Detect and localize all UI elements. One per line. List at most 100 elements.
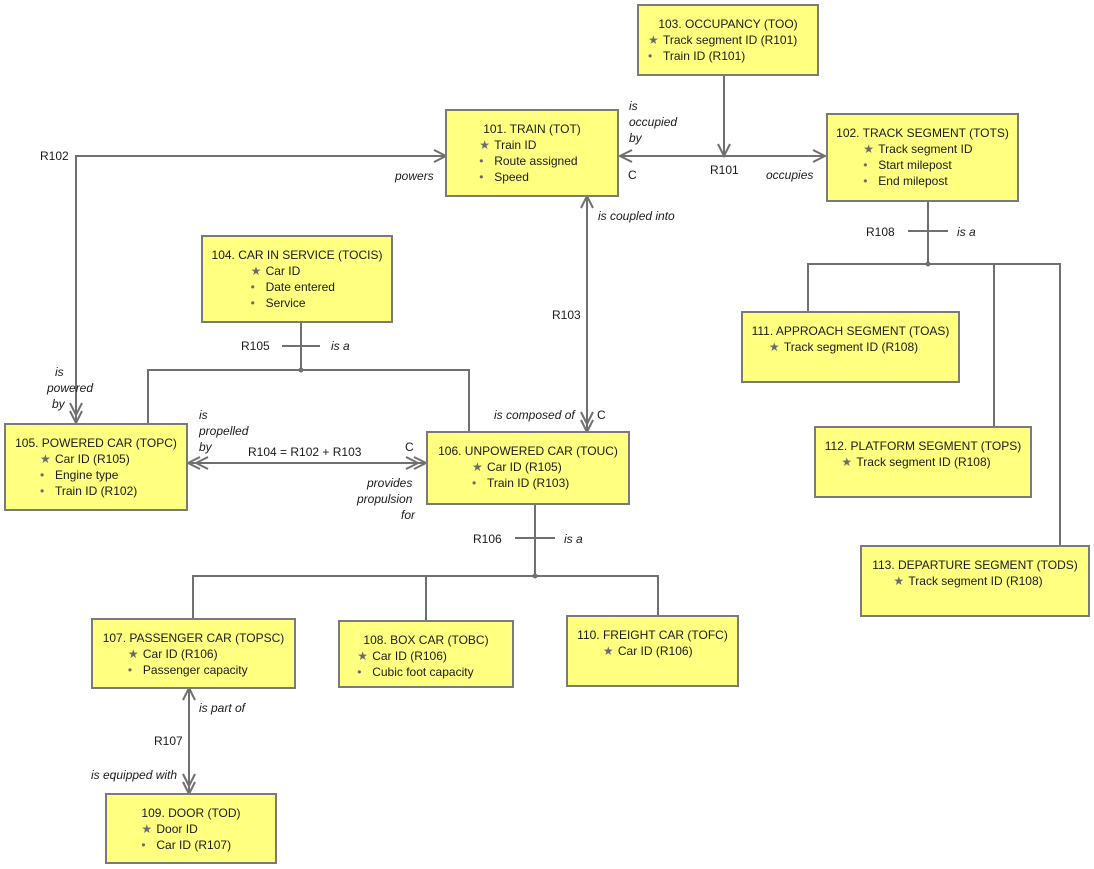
attribute-bullet-icon: • — [40, 484, 44, 498]
class-box-bg — [826, 113, 1019, 202]
attribute-3: Train ID (R102) — [55, 484, 137, 498]
relationship-r103: R103 is coupled into is composed of C — [494, 193, 675, 435]
r103-label: R103 — [552, 308, 581, 322]
attribute-1: Car ID (R105) — [487, 460, 562, 474]
r104-conditional: C — [405, 440, 414, 454]
attribute-bullet-icon: • — [863, 174, 867, 188]
class-box-105[interactable]: 105. POWERED CAR (TOPC)★Car ID (R105)•En… — [4, 423, 188, 511]
class-box-109[interactable]: 109. DOOR (TOD)★Door ID•Car ID (R107) — [105, 793, 277, 864]
attribute-3: Speed — [494, 170, 529, 184]
class-title: 110. FREIGHT CAR (TOFC) — [577, 628, 728, 642]
attribute-1: Car ID (R105) — [55, 452, 130, 466]
relationship-r104: R104 = R102 + R103 C is propelled by pro… — [185, 408, 429, 522]
class-box-107[interactable]: 107. PASSENGER CAR (TOPSC)★Car ID (R106)… — [91, 618, 296, 689]
class-box-112[interactable]: 112. PLATFORM SEGMENT (TOPS) ★ Track segme… — [814, 426, 1032, 498]
identifier-star-icon: ★ — [841, 455, 852, 469]
attribute-1: Car ID (R106) — [143, 647, 218, 661]
r102-phrase-b-3: by — [52, 397, 66, 411]
r104-label: R104 = R102 + R103 — [248, 445, 362, 459]
r101-phrase-a-3: by — [629, 131, 643, 145]
relationship-r107: R107 is part of is equipped with — [91, 685, 247, 797]
class-title: 109. DOOR (TOD) — [141, 806, 240, 820]
class-boxes: 101. TRAIN (TOT)★Train ID•Route assigned… — [4, 4, 1090, 864]
attribute-2: Route assigned — [494, 154, 577, 168]
r103-arrow-unpoweredcar-2 — [580, 411, 594, 427]
identifier-star-icon: ★ — [648, 33, 659, 47]
r101-arrow-train — [617, 149, 633, 163]
r103-conditional: C — [597, 408, 606, 422]
r104-phrase-b-2: propulsion — [356, 492, 413, 506]
attribute-2: Start milepost — [878, 158, 952, 172]
class-box-bg — [445, 109, 619, 197]
r101-arrow-tracksegment — [812, 149, 828, 163]
r107-label: R107 — [154, 734, 183, 748]
class-box-106[interactable]: 106. UNPOWERED CAR (TOUC) ★ Car ID (R105) •… — [426, 431, 630, 505]
attribute-1: Car ID (R106) — [618, 644, 693, 658]
r101-phrase-a-2: occupied — [629, 115, 677, 129]
identifier-star-icon: ★ — [769, 340, 780, 354]
class-box-113[interactable]: 113. DEPARTURE SEGMENT (TODS)★Track segm… — [860, 545, 1090, 617]
r102-label: R102 — [40, 149, 69, 163]
class-title: 113. DEPARTURE SEGMENT (TODS) — [872, 558, 1078, 572]
identifier-star-icon: ★ — [603, 644, 614, 658]
attribute-2: Train ID (R103) — [487, 476, 569, 490]
relationship-r105: R105 is a — [147, 322, 470, 432]
class-title: 107. PASSENGER CAR (TOPSC) — [103, 631, 285, 645]
relationship-r106: R106 is a — [192, 504, 659, 621]
r104-phrase-a-2: propelled — [198, 424, 249, 438]
class-box-bg — [4, 423, 188, 511]
class-box-108[interactable]: 108. BOX CAR (TOBC)★Car ID (R106)•Cubic … — [338, 620, 514, 688]
identifier-star-icon: ★ — [357, 649, 368, 663]
class-box-111[interactable]: 111. APPROACH SEGMENT (TOAS)★Track segme… — [741, 311, 960, 383]
r104-phrase-a-1: is — [199, 408, 208, 422]
attribute-1: Track segment ID (R108) — [784, 340, 918, 354]
attribute-1: Track segment ID — [878, 142, 973, 156]
class-title: 101. TRAIN (TOT) — [483, 122, 581, 136]
class-box-104[interactable]: 104. CAR IN SERVICE (TOCIS)★Car ID•Date … — [201, 235, 393, 323]
attribute-1: Door ID — [156, 822, 198, 836]
class-box-103[interactable]: 103. OCCUPANCY (TOO)★Track segment ID (R… — [637, 4, 819, 76]
identifier-star-icon: ★ — [472, 460, 483, 474]
class-box-bg — [105, 793, 277, 864]
r102-line — [75, 155, 446, 423]
r105-junction — [298, 367, 304, 373]
class-box-bg — [426, 431, 630, 505]
attribute-bullet-icon: • — [251, 280, 255, 294]
r104-phrase-a-3: by — [199, 440, 213, 454]
class-box-bg — [338, 620, 514, 688]
class-title: 112. PLATFORM SEGMENT (TOPS) — [825, 439, 1021, 453]
attribute-bullet-icon: • — [472, 476, 476, 490]
r102-phrase-b-2: powered — [46, 381, 93, 395]
relationship-r101: R101 is occupied by C occupies — [617, 76, 828, 182]
r104-arrow-unpoweredcar-2 — [405, 456, 421, 470]
r102-phrase-b-1: is — [55, 365, 64, 379]
attribute-1: Car ID — [266, 264, 301, 278]
attribute-3: Service — [266, 296, 306, 310]
attribute-bullet-icon: • — [479, 154, 483, 168]
class-title: 106. UNPOWERED CAR (TOUC) — [438, 444, 618, 458]
r101-assoc-arrow — [717, 143, 731, 159]
class-box-101[interactable]: 101. TRAIN (TOT)★Train ID•Route assigned… — [445, 109, 619, 197]
attribute-bullet-icon: • — [40, 468, 44, 482]
identifier-star-icon: ★ — [863, 142, 874, 156]
attribute-2: Passenger capacity — [143, 663, 248, 677]
r102-phrase-a: powers — [394, 169, 434, 183]
identifier-star-icon: ★ — [141, 822, 152, 836]
class-box-bg — [566, 615, 739, 687]
r105-phrase: is a — [331, 339, 350, 353]
r104-phrase-b-1: provides — [366, 476, 412, 490]
r104-phrase-b-3: for — [401, 508, 416, 522]
r103-phrase-a: is coupled into — [598, 209, 675, 223]
r105-branch — [147, 369, 470, 432]
attribute-1: Car ID (R106) — [372, 649, 447, 663]
r106-label: R106 — [473, 532, 502, 546]
r108-branch — [807, 263, 1061, 546]
class-box-102[interactable]: 102. TRACK SEGMENT (TOTS)★Track segment … — [826, 113, 1019, 202]
r101-conditional: C — [628, 168, 637, 182]
class-box-110[interactable]: 110. FREIGHT CAR (TOFC) ★ Car ID (R106) — [566, 615, 739, 687]
attribute-2: Cubic foot capacity — [372, 665, 473, 679]
attribute-1: Track segment ID (R108) — [856, 455, 990, 469]
r101-label: R101 — [710, 163, 739, 177]
attribute-bullet-icon: • — [357, 665, 361, 679]
relationship-r108: R108 is a — [807, 201, 1061, 546]
